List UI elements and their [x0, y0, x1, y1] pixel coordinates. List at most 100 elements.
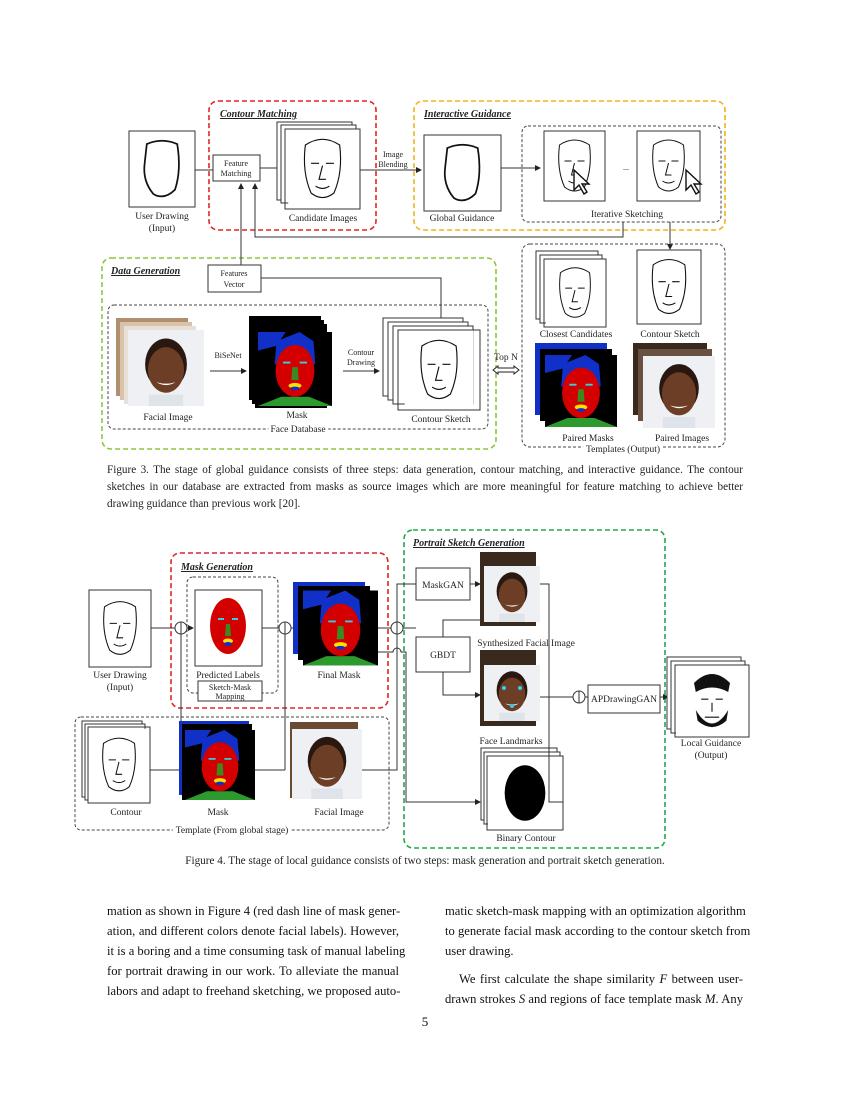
local-guidance-output — [666, 656, 750, 738]
iterative-sketching-box — [521, 125, 722, 223]
maskgan-label: MaskGAN — [422, 581, 464, 591]
apdrawinggan-box — [587, 684, 661, 714]
contour-drawing-label-2: Drawing — [347, 358, 375, 367]
feature-matching-label-2: Matching — [221, 169, 252, 178]
body-line: user drawing. — [445, 944, 514, 958]
candidate-images-label: Candidate Images — [289, 214, 358, 224]
input-label: (Input) — [149, 223, 175, 234]
paired-masks — [535, 343, 617, 427]
body-left-column: mation as shown in Figure 4 (red dash li… — [107, 901, 406, 1001]
double-arrow-icon — [492, 364, 520, 376]
interactive-guidance-title: Interactive Guidance — [423, 109, 511, 120]
face-landmarks-image — [480, 650, 540, 726]
features-vector-box — [207, 264, 262, 293]
interactive-guidance-box — [413, 100, 726, 231]
contour-matching-title: Contour Matching — [220, 109, 297, 120]
sketch-mask-mapping-label: Sketch-Mask — [209, 683, 251, 692]
candidate-images — [276, 121, 361, 210]
paired-images-label: Paired Images — [655, 434, 709, 444]
global-guidance-image — [423, 134, 502, 212]
contour-sketch-label: Contour Sketch — [411, 415, 471, 425]
mask-label: Mask — [286, 411, 307, 421]
global-guidance-label: Global Guidance — [430, 214, 495, 224]
image-blending-label-2: Blending — [378, 160, 407, 169]
body-line: to generate facial mask according to the… — [445, 924, 751, 938]
face-database-box — [107, 304, 489, 430]
text: drawn strokes — [445, 992, 519, 1006]
synthesized-facial-image-label: Synthesized Facial Image — [477, 639, 575, 649]
template-group — [74, 716, 390, 831]
face-landmarks-label: Face Landmarks — [479, 737, 542, 747]
body-line: it is a boring and a time consuming task… — [107, 944, 406, 958]
contour-matching-box — [208, 100, 377, 231]
portrait-sketch-generation-box — [403, 529, 666, 849]
data-generation-title: Data Generation — [110, 266, 181, 277]
sketch-mask-mapping-label-2: Mapping — [216, 692, 245, 701]
body-line: ation, and different colors denote facia… — [107, 924, 399, 938]
figure-4: Mask Generation Portrait Sketch Generati… — [74, 529, 750, 849]
math-var: S — [518, 992, 526, 1006]
user-drawing-label: User Drawing — [93, 671, 147, 681]
text: . Any — [715, 992, 743, 1006]
cursor-icon — [573, 168, 591, 196]
math-var: F — [659, 972, 668, 986]
contour-drawing-label: Contour — [348, 348, 375, 357]
contour-stack — [81, 720, 151, 804]
mask-generation-box — [170, 552, 389, 709]
facial-image — [290, 722, 362, 799]
contour-sketch-output — [636, 249, 702, 325]
templates-output-box — [521, 243, 726, 448]
user-drawing-image — [128, 130, 196, 208]
final-mask-stack — [293, 582, 378, 666]
text: between user- — [667, 972, 743, 986]
body-line: labors and adapt to freehand sketching, … — [107, 984, 401, 998]
figure-4-caption: Figure 4. The stage of local guidance co… — [185, 855, 665, 867]
bisenet-label: BiSeNet — [214, 351, 242, 360]
mask-stack — [179, 721, 255, 801]
paired-images — [633, 343, 715, 428]
mask-stack — [249, 316, 332, 408]
user-drawing-label: User Drawing — [135, 212, 189, 222]
contour-sketch-output-label: Contour Sketch — [640, 330, 700, 340]
portrait-sketch-generation-title: Portrait Sketch Generation — [413, 538, 525, 549]
body-line: mation as shown in Figure 4 (red dash li… — [107, 904, 401, 918]
templates-output-label: Templates (Output) — [586, 444, 660, 455]
text: We first calculate the shape similarity — [459, 972, 660, 986]
facial-image-label: Facial Image — [143, 413, 192, 423]
iterative-sketching-label: Iterative Sketching — [591, 210, 663, 220]
feature-matching-label: Feature — [224, 159, 248, 168]
gbdt-label: GBDT — [430, 651, 456, 661]
figure-3: Contour Matching Interactive Guidance Da… — [101, 100, 726, 458]
final-mask-label: Final Mask — [317, 671, 360, 681]
sketch-step-n — [636, 130, 703, 202]
local-guidance-label: Local Guidance — [681, 739, 741, 749]
mask-generation-title: Mask Generation — [180, 562, 253, 573]
page-number: 5 — [421, 1014, 429, 1029]
paired-masks-label: Paired Masks — [562, 434, 614, 444]
feature-matching-box — [212, 154, 261, 182]
sketch-step-1 — [543, 130, 606, 202]
figure-3-caption: Figure 3. The stage of global guidance c… — [107, 464, 743, 510]
image-blending-label: Image — [383, 150, 403, 159]
top-n-label: Top N — [494, 353, 518, 363]
closest-candidates-label: Closest Candidates — [540, 330, 613, 340]
template-label: Template (From global stage) — [176, 825, 289, 836]
body-line: drawn strokes S and regions of face temp… — [445, 989, 743, 1009]
predicted-labels-image — [194, 589, 263, 667]
input-label: (Input) — [107, 682, 133, 693]
body-right-column: matic sketch-mask mapping with an optimi… — [445, 901, 751, 1009]
user-drawing-image — [88, 589, 152, 668]
text: and regions of face template mask — [525, 992, 706, 1006]
body-line: matic sketch-mask mapping with an optimi… — [445, 904, 746, 918]
closest-candidates — [535, 250, 607, 328]
features-vector-label-2: Vector — [224, 280, 245, 289]
contour-label: Contour — [110, 808, 142, 818]
facial-image-label: Facial Image — [314, 808, 363, 818]
facial-image-stack — [116, 318, 204, 406]
predicted-labels-label: Predicted Labels — [196, 671, 260, 681]
synthesized-facial-image — [480, 552, 540, 626]
apdrawinggan-label: APDrawingGAN — [591, 695, 657, 705]
features-vector-label: Features — [220, 269, 247, 278]
data-generation-box — [101, 257, 497, 450]
